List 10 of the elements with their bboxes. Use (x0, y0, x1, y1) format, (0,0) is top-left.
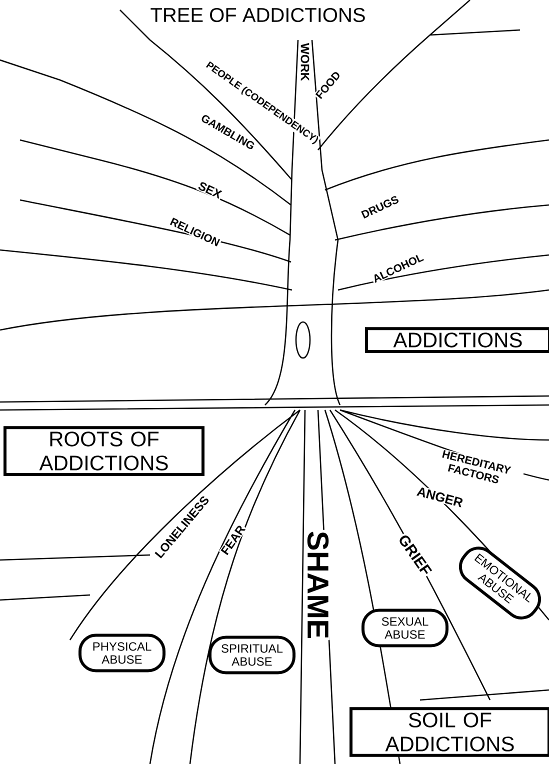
branch-label: SEX (196, 180, 224, 200)
rounded-label: SEXUAL ABUSE (362, 608, 448, 648)
branch-label: SHAME (306, 530, 330, 640)
rounded-label: SPIRITUAL ABUSE (208, 636, 296, 674)
title-box: ROOTS OF ADDICTIONS (4, 426, 204, 476)
title-box: ADDICTIONS (365, 327, 549, 353)
title-box: SOIL OF ADDICTIONS (350, 707, 549, 757)
branch-label: ANGER (414, 485, 466, 509)
rounded-label: PHYSICAL ABUSE (78, 634, 166, 672)
title: TREE OF ADDICTIONS (148, 6, 368, 24)
